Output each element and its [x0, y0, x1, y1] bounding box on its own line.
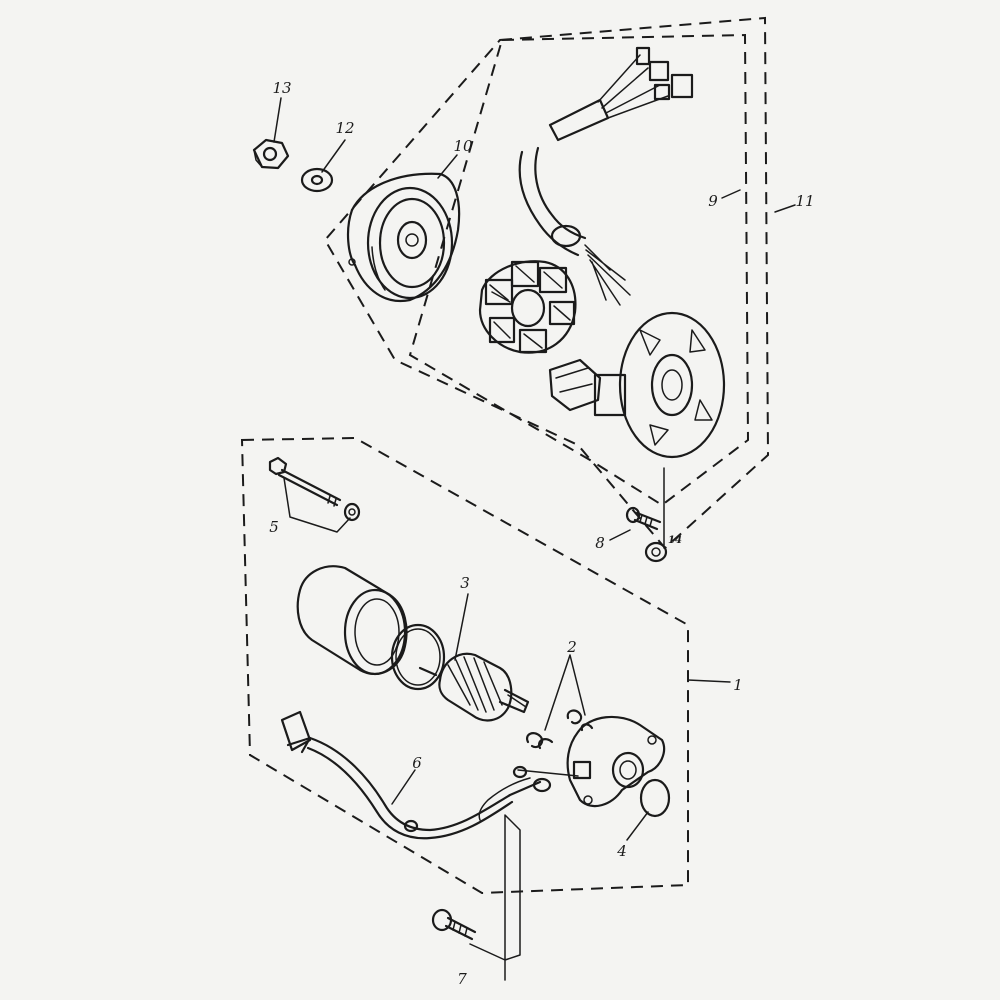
end-cover-part — [566, 715, 666, 808]
stator-base-plate-part — [618, 311, 726, 459]
callout-6: 6 — [412, 754, 422, 772]
wire-harness-part — [518, 46, 694, 306]
stator-coil-part — [478, 260, 577, 354]
callout-12: 12 — [335, 119, 354, 137]
pickup-coil-part — [548, 358, 627, 417]
leader-lines — [273, 97, 796, 981]
small-washer-part — [644, 541, 668, 563]
callout-13: 13 — [272, 79, 291, 97]
o-ring-part — [390, 623, 446, 691]
long-bolt-part — [268, 456, 342, 507]
callout-7: 7 — [457, 970, 467, 988]
callout-14: 14 — [668, 535, 682, 546]
callout-10: 10 — [453, 137, 473, 155]
motor-yoke-part — [296, 565, 408, 676]
callout-11: 11 — [795, 192, 814, 210]
callout-5: 5 — [269, 518, 279, 536]
group-outline-generator-outer — [323, 16, 770, 550]
flywheel-rotor-part — [346, 172, 461, 303]
group-outline-stator-inner — [408, 33, 750, 507]
callout-8: 8 — [595, 534, 605, 552]
power-cable-part — [280, 710, 552, 840]
callout-4: 4 — [616, 842, 627, 860]
screw-part-7 — [431, 908, 477, 941]
bolt-washer-part — [343, 502, 361, 522]
washer-part — [300, 167, 334, 193]
callout-9: 9 — [708, 192, 718, 210]
small-o-ring-part — [639, 778, 671, 818]
lead-wire-part — [478, 765, 579, 821]
callout-2: 2 — [566, 638, 577, 656]
callout-labels: 13 12 10 9 11 8 14 5 3 2 1 6 4 7 — [269, 79, 814, 988]
callout-3: 3 — [460, 574, 470, 592]
screw-part-8 — [625, 506, 662, 531]
flange-nut-part — [252, 138, 290, 170]
brush-spring-parts — [526, 709, 594, 750]
group-outline-starter-motor — [240, 436, 689, 895]
callout-1: 1 — [733, 676, 743, 694]
armature-part — [418, 652, 530, 722]
